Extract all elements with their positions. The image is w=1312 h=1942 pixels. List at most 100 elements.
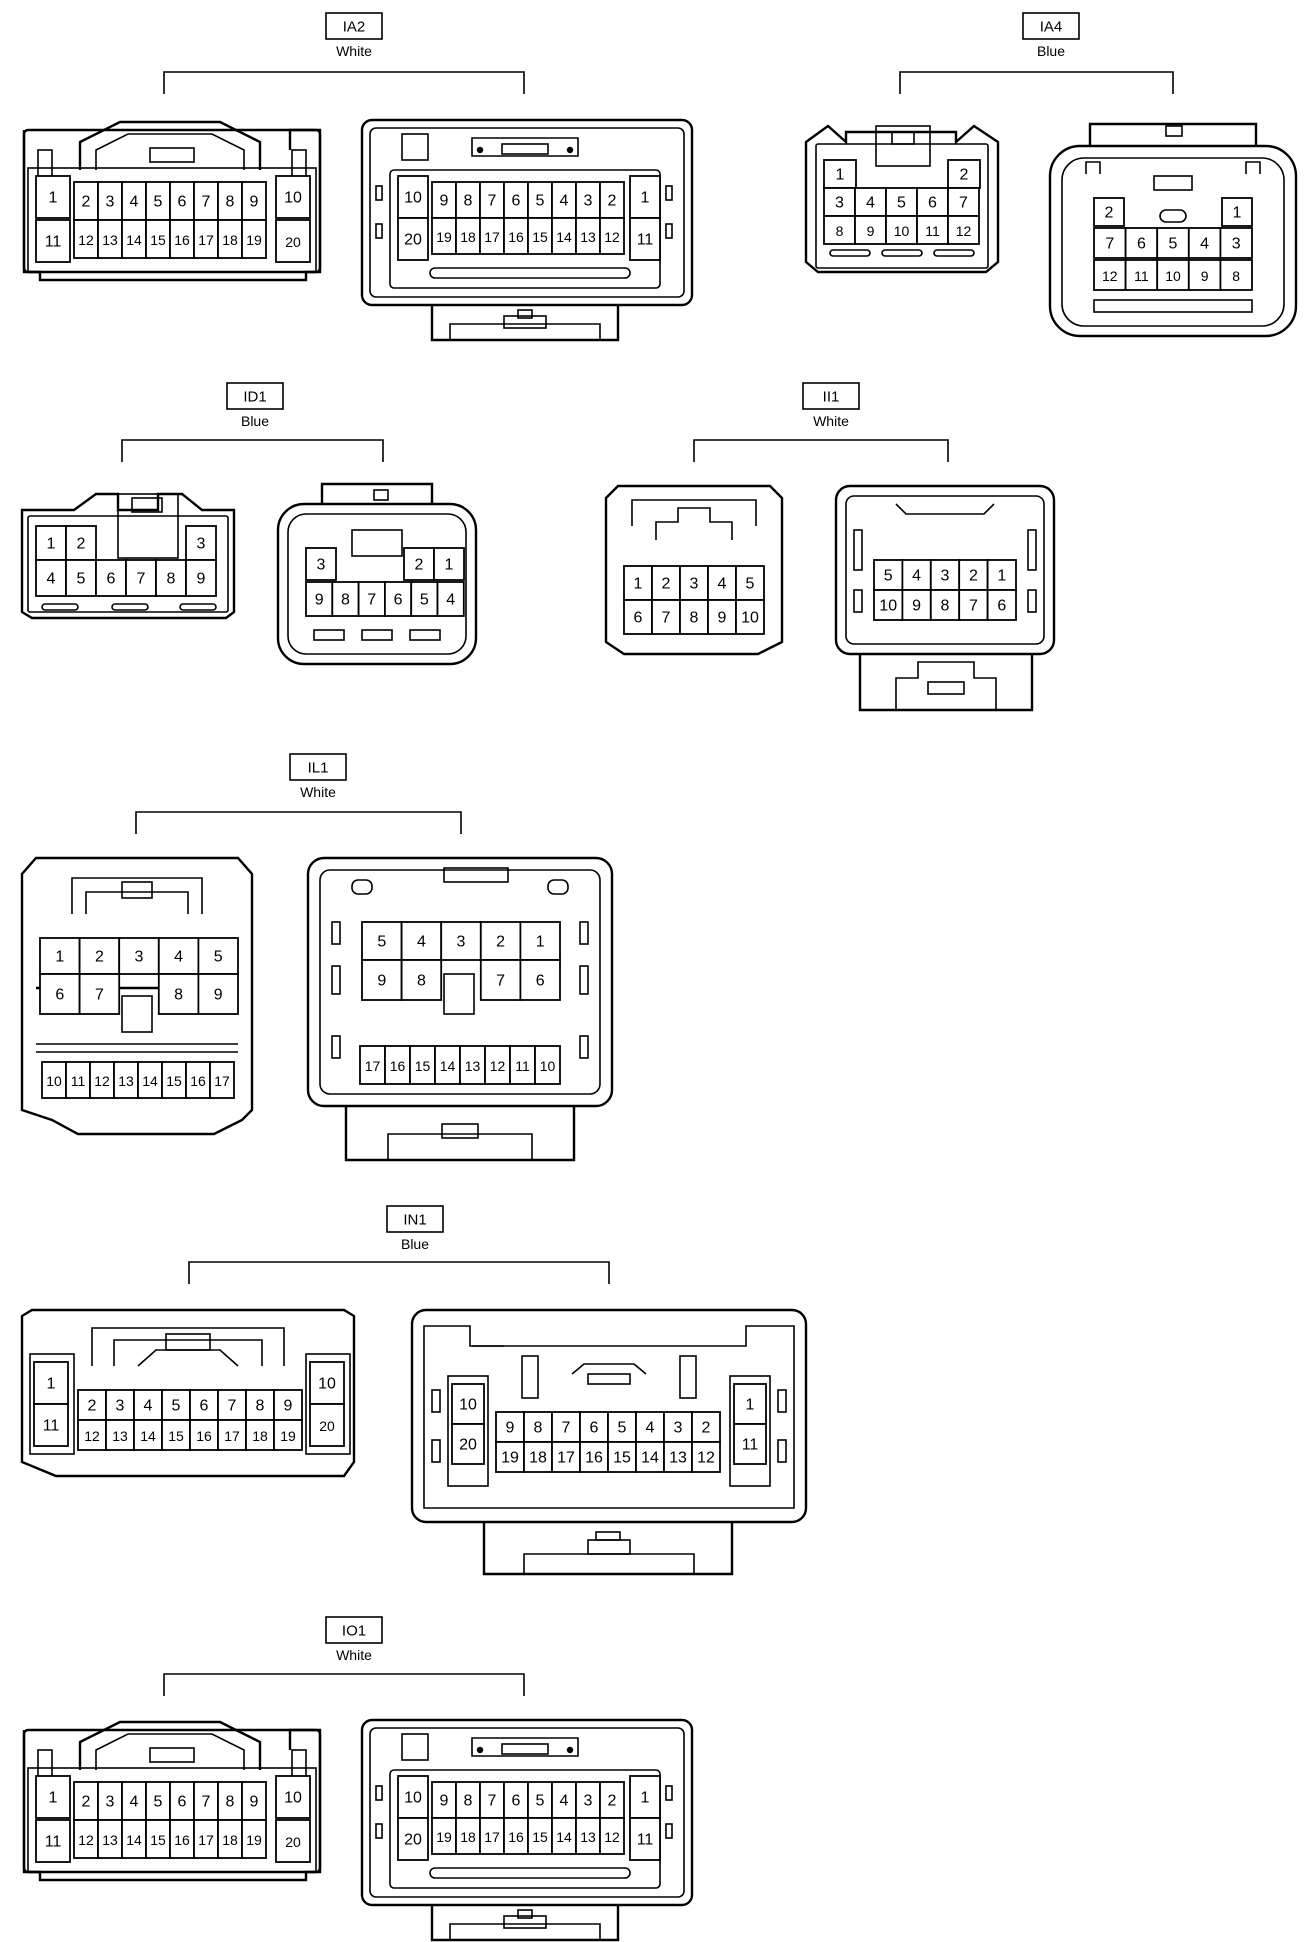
- pin-number: 3: [674, 1420, 683, 1437]
- pin-number: 2: [77, 536, 86, 553]
- latch: [1153, 175, 1193, 191]
- pin-cavity: [459, 1045, 486, 1085]
- latch: [875, 125, 931, 167]
- pin-number: 3: [197, 536, 206, 553]
- pin-cavity: [400, 959, 443, 1001]
- pin-number: 20: [285, 234, 301, 250]
- connector-color: White: [300, 784, 336, 800]
- pin-cavity: [275, 219, 311, 263]
- pin-number: 14: [556, 1829, 572, 1845]
- pin-cavity: [97, 1819, 123, 1859]
- pin-number: 12: [94, 1073, 110, 1089]
- pin-cavity: [1221, 197, 1253, 227]
- housing-outline: [71, 877, 203, 914]
- guide-rib: [679, 1355, 697, 1399]
- guide-rib: [331, 1035, 341, 1059]
- pin-cavity: [1124, 227, 1159, 259]
- pin-cavity: [735, 565, 765, 601]
- pin-cavity: [133, 1419, 163, 1451]
- pin-cavity: [929, 589, 961, 621]
- pin-number: 17: [365, 1058, 381, 1074]
- pin-cavity: [35, 219, 71, 263]
- pin-cavity: [599, 1817, 625, 1855]
- housing-outline: [387, 1133, 533, 1160]
- pin-number: 3: [317, 557, 326, 574]
- pin-number: 16: [174, 232, 190, 248]
- pin-cavity: [479, 217, 505, 255]
- guide-rib: [375, 185, 383, 201]
- connector-label: IN1: [403, 1212, 426, 1229]
- pin-number: 8: [464, 1793, 473, 1810]
- housing-outline: [276, 502, 478, 666]
- housing-outline: [729, 1375, 771, 1487]
- connector-bracket: [163, 71, 525, 94]
- pin-cavity: [986, 559, 1017, 591]
- pin-number: 4: [417, 934, 426, 951]
- rivet-dot: [476, 146, 484, 154]
- pin-number: 11: [742, 1437, 759, 1454]
- connector-color: White: [336, 43, 372, 59]
- pin-cavity: [189, 1389, 219, 1421]
- pin-number: 20: [319, 1418, 335, 1434]
- pin-number: 7: [228, 1398, 237, 1415]
- latch: [149, 1747, 195, 1763]
- pin-number: 5: [536, 1793, 545, 1810]
- pin-number: 5: [172, 1398, 181, 1415]
- pin-cavity: [451, 1383, 485, 1425]
- pin-number: 7: [959, 195, 968, 212]
- pin-number: 19: [436, 1829, 452, 1845]
- pin-number: 9: [250, 194, 259, 211]
- pin-number: 18: [222, 1832, 238, 1848]
- pin-number: 2: [1105, 205, 1114, 222]
- pin-cavity: [217, 219, 243, 259]
- guide-rib: [777, 1389, 787, 1413]
- housing-outline: [95, 133, 245, 170]
- pin-cavity: [197, 973, 239, 1015]
- pin-cavity: [121, 181, 147, 221]
- pin-number: 17: [224, 1428, 240, 1444]
- pin-cavity: [245, 1419, 275, 1451]
- ribbed-edge: [1093, 299, 1253, 313]
- latch: [927, 681, 965, 695]
- pin-cavity: [1187, 259, 1222, 291]
- pin-number: 2: [415, 557, 424, 574]
- pin-number: 4: [912, 568, 921, 585]
- guide-rib: [375, 223, 383, 239]
- pin-cavity: [397, 1817, 429, 1861]
- guide-rib: [853, 529, 863, 571]
- pin-number: 12: [84, 1428, 100, 1444]
- housing-outline: [430, 305, 620, 342]
- housing-outline: [360, 1718, 694, 1907]
- pin-number: 8: [941, 598, 950, 615]
- pin-number: 17: [484, 1829, 500, 1845]
- pin-cavity: [534, 1045, 561, 1085]
- latch: [517, 1909, 533, 1919]
- pin-cavity: [35, 1819, 71, 1863]
- pin-number: 1: [445, 557, 454, 574]
- pin-number: 10: [284, 1790, 302, 1807]
- latch: [351, 529, 403, 557]
- pin-number: 6: [512, 193, 521, 210]
- ribbed-edge: [829, 249, 871, 257]
- pin-number: 8: [226, 1794, 235, 1811]
- guide-rib: [665, 1785, 673, 1801]
- pin-number: 6: [928, 195, 937, 212]
- pin-number: 11: [515, 1058, 530, 1074]
- pin-number: 9: [718, 610, 727, 627]
- pin-number: 9: [506, 1420, 515, 1437]
- pin-number: 7: [95, 987, 104, 1004]
- housing-outline: [20, 1308, 356, 1478]
- pin-number: 12: [697, 1450, 715, 1467]
- connector-label: II1: [823, 389, 840, 406]
- connector-bracket: [899, 71, 1174, 94]
- pin-cavity: [189, 1419, 219, 1451]
- pin-number: 3: [941, 568, 950, 585]
